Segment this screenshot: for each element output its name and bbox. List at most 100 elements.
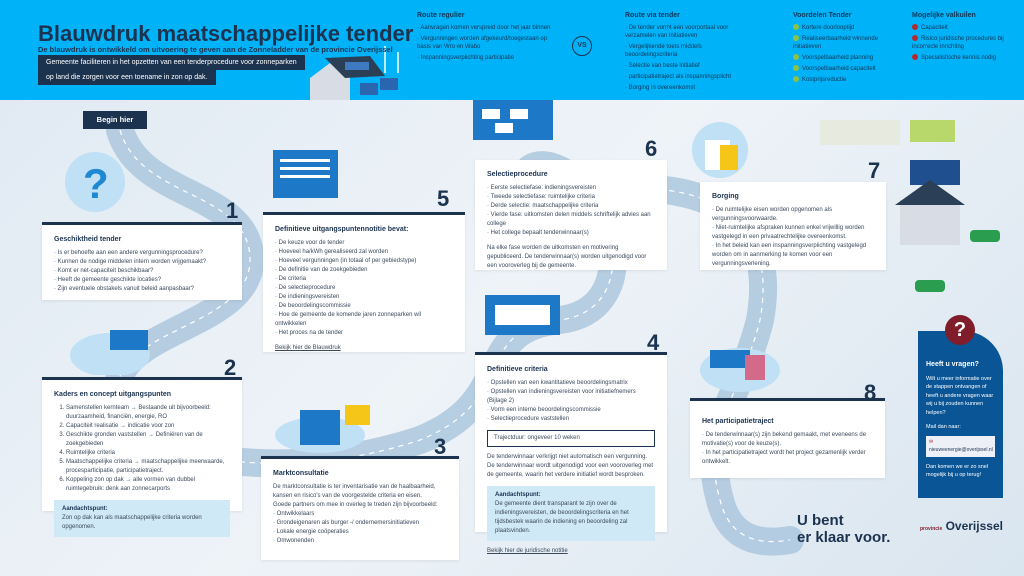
check-icon-item: Voorspelbaarheid planning (793, 54, 883, 62)
route-regulier-title: Route regulier (417, 12, 465, 19)
card-title: Het participatietraject (702, 418, 774, 425)
email-link[interactable]: ✉ nieuweenergie@overijssel.nl (926, 435, 995, 457)
card-title: Definitieve uitgangspuntennotitie bevat: (275, 226, 409, 233)
step-8-card: Het participatietraject De tenderwinnaar… (690, 398, 885, 478)
intro-tag-2: op land die zorgen voor een toename in z… (38, 70, 216, 85)
list-item: Borging in overeenkomst (625, 84, 750, 92)
presentation-illustration (70, 330, 150, 375)
step-number: 5 (437, 186, 450, 211)
selection-board-illustration (473, 100, 553, 140)
step-number: 4 (647, 330, 660, 355)
list-item: Capaciteit realisatie → indicatie voor z… (66, 422, 230, 431)
ready-line-2: er klaar voor. (797, 529, 891, 546)
aandachtspunt-box: Aandachtspunt:De gemeente dient transpar… (487, 486, 655, 541)
list-item: Hoeveel vergunningen (in totaal of per g… (275, 257, 453, 266)
consultation-illustration (275, 405, 370, 453)
mail-icon: ✉ (929, 438, 934, 445)
list-item: Opstellen van een kwantitatieve beoordel… (487, 379, 655, 388)
card-title: Borging (712, 193, 739, 200)
card-text: De marktconsultatie is ter inventarisati… (273, 484, 436, 499)
trajectduur-box: Trajectduur: ongeveer 10 weken (487, 430, 655, 447)
page-title: Blauwdruk maatschappelijke tender (38, 21, 414, 46)
logo-name: Overijssel (945, 519, 1003, 533)
intro-tag-1: Gemeente faciliteren in het opzetten van… (38, 55, 305, 70)
list-item: Het college bepaalt tenderwinnaar(s) (487, 229, 655, 238)
list-item: Selectieprocedure vaststellen (487, 415, 655, 424)
page-subtitle: De blauwdruk is ontwikkeld om uitvoering… (38, 45, 393, 54)
solar-village-illustration (820, 120, 1000, 292)
list-item: Geschikte gronden vaststellen → Definiër… (66, 431, 230, 449)
list-item: Omwonenden (273, 537, 447, 546)
list-item: De beoordelingscommissie (275, 302, 453, 311)
aandachtspunt-box: Aandachtspunt:Zon op dak kan als maatsch… (54, 500, 230, 537)
list-item: Vergunningen worden afgekeurd/toegestaan… (417, 35, 557, 51)
step-3-card: Marktconsultatie De marktconsultatie is … (261, 456, 459, 560)
step-number: 2 (224, 355, 237, 380)
warning-icon-item: Specialistische kennis nodig (912, 54, 1012, 62)
list-item: Is er behoefte aan een andere vergunning… (54, 249, 230, 258)
blauwdruk-link[interactable]: Bekijk hier de Blauwdruk (275, 345, 341, 351)
list-item: Ontwikkelaars (273, 510, 447, 519)
list-item: Inspanningsverplichting participatie (417, 54, 557, 62)
list-item: Aanvragen komen verspreid door het jaar … (417, 24, 557, 32)
document-person-illustration (692, 122, 748, 178)
route-tender-title: Route via tender (625, 12, 680, 19)
card-title: Geschiktheid tender (54, 236, 122, 243)
card-text: De tenderwinnaar verkrijgt niet automati… (487, 454, 654, 478)
step-6-card: Selectieprocedure Eerste selectiefase: i… (475, 160, 667, 270)
contact-title: Heeft u vragen? (926, 361, 979, 368)
step-number: 1 (226, 198, 239, 223)
document-illustration (273, 150, 338, 198)
list-item: Grondeigenaren als burger -/ ondernemers… (273, 519, 447, 528)
question-people-illustration: ? (65, 152, 125, 212)
juridische-notitie-link[interactable]: Bekijk hier de juridische notitie (487, 548, 568, 554)
card-title: Definitieve criteria (487, 366, 548, 373)
card-title: Kaders en concept uitgangspunten (54, 391, 172, 398)
list-item: participatietraject als inspanningsplich… (625, 73, 750, 81)
warning-icon-item: Capaciteit (912, 24, 1012, 32)
list-item: De keuze voor de tender (275, 239, 453, 248)
step-5-card: Definitieve uitgangspuntennotitie bevat:… (263, 212, 465, 352)
vs-badge: VS (572, 36, 592, 56)
step-2-card: Kaders en concept uitgangspunten Samenst… (42, 377, 242, 537)
route-tender: Route via tender De tender vormt een voo… (625, 12, 750, 95)
warning-icon-item: Risico juridische procedures bij incorre… (912, 35, 1012, 51)
email-address[interactable]: nieuweenergie@overijssel.nl (929, 447, 993, 453)
list-item: Ruimtelijke criteria (66, 449, 230, 458)
list-item: De selectieprocedure (275, 284, 453, 293)
check-icon-item: Voorspelbaarheid capaciteit (793, 65, 883, 73)
criteria-screen-illustration (485, 295, 560, 335)
route-regulier: Route regulier Aanvragen komen verspreid… (417, 12, 557, 65)
check-icon-item: Realiseerbaarheid winnende initiatieven (793, 35, 883, 51)
note-title: Aandachtspunt: (62, 506, 108, 512)
check-icon-item: Kortere doorlooptijd (793, 24, 883, 32)
note-title: Aandachtspunt: (495, 492, 541, 498)
list-item: De tenderwinnaar(s) zijn bekend gemaakt,… (702, 431, 873, 449)
card-title: Selectieprocedure (487, 171, 548, 178)
step-1-card: Geschiktheid tender Is er behoefte aan e… (42, 222, 242, 300)
list-item: Derde selectie: maatschappelijke criteri… (487, 202, 655, 211)
list-item: Komt er net-capaciteit beschikbaar? (54, 267, 230, 276)
list-item: Zijn eventuele obstakels vanuit beleid a… (54, 285, 230, 294)
step-4-card: Definitieve criteria Opstellen van een k… (475, 352, 667, 554)
list-item: De criteria (275, 275, 453, 284)
house-solar-illustration (310, 46, 399, 100)
ready-line-1: U bent (797, 512, 844, 529)
check-icon-item: Kostprijsreductie (793, 76, 883, 84)
list-item: De definitie van de zoekgebieden (275, 266, 453, 275)
handshake-illustration (700, 348, 780, 392)
contact-panel: Heeft u vragen? Wilt u meer informatie o… (918, 331, 1003, 498)
question-icon: ? (945, 315, 975, 345)
list-item: Lokale energie coöperaties (273, 528, 447, 537)
list-item: Vierde fase: uitkomsten delen middels sc… (487, 211, 655, 229)
step-number: 3 (434, 434, 447, 459)
list-item: Selectie van beste initiatief (625, 62, 750, 70)
mail-label: Mail dan naar: (926, 424, 961, 430)
valkuilen-title: Mogelijke valkuilen (912, 12, 976, 19)
list-item: Kunnen de nodige middelen intern worden … (54, 258, 230, 267)
logo-small: provincie (920, 526, 943, 532)
